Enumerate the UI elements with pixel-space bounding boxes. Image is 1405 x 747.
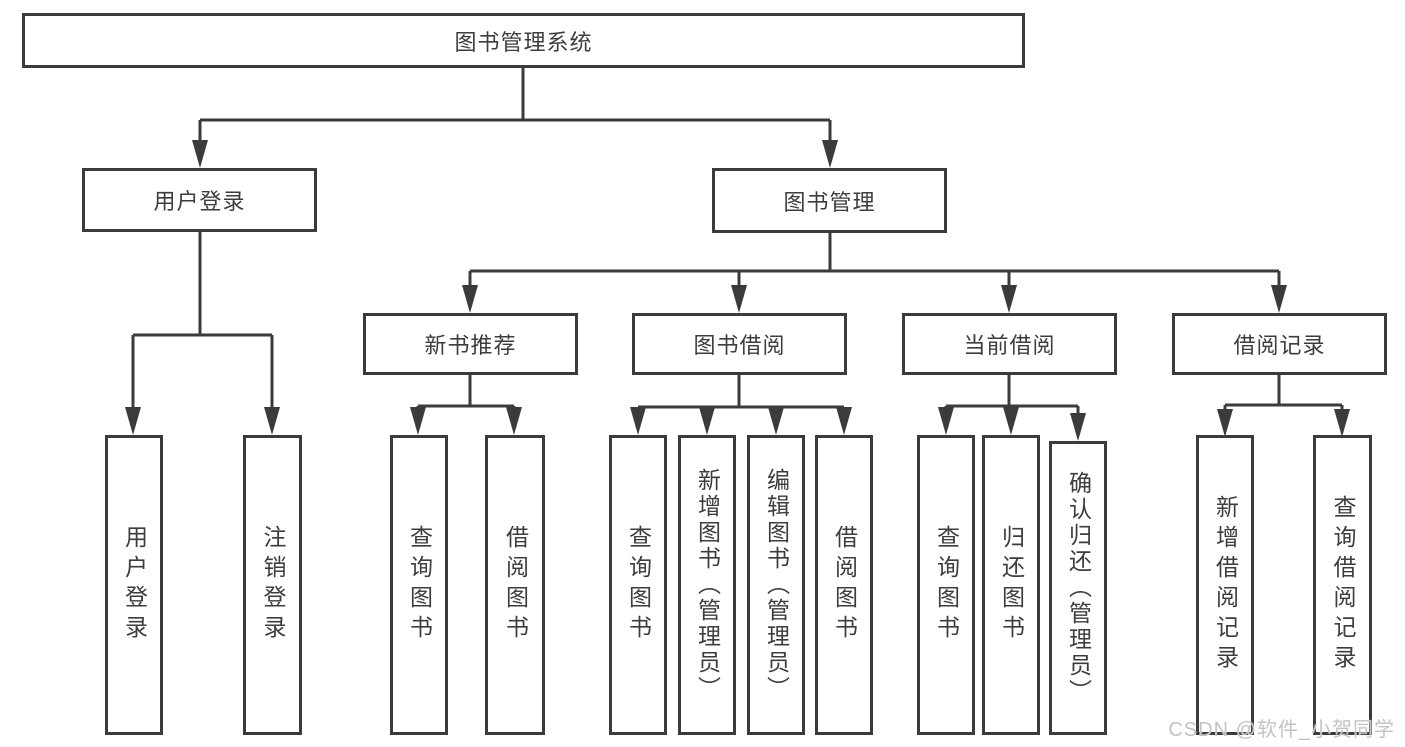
node-current-borrowing: 当前借阅 (902, 313, 1117, 375)
connector-records-split (1223, 375, 1344, 413)
connector-bookmgmt-split (468, 233, 1281, 289)
node-leaf-add-borrow-record: 新增借阅记录 (1196, 435, 1254, 735)
node-leaf-user-login: 用户登录 (105, 435, 163, 735)
node-leaf-borrow-books-1: 借阅图书 (485, 435, 545, 735)
node-user-login: 用户登录 (82, 168, 317, 232)
node-leaf-query-books-2: 查询图书 (609, 435, 667, 735)
node-library-management-system: 图书管理系统 (22, 13, 1025, 68)
node-book-borrowing: 图书借阅 (632, 313, 847, 375)
node-leaf-query-books-1: 查询图书 (390, 435, 448, 735)
connector-root-split (198, 68, 832, 144)
connector-login-split (131, 232, 274, 411)
node-leaf-add-book-admin: 新增图书（管理员） (678, 435, 736, 735)
connector-borrowing-split (636, 375, 846, 411)
csdn-watermark: CSDN @软件_小贺同学 (1168, 719, 1395, 741)
node-new-book-recommend: 新书推荐 (363, 313, 578, 375)
connector-newbooks-split (416, 375, 516, 411)
node-leaf-edit-book-admin: 编辑图书（管理员） (747, 435, 805, 735)
node-leaf-query-books-3: 查询图书 (917, 435, 975, 735)
node-leaf-confirm-return-admin: 确认归还（管理员） (1049, 441, 1107, 735)
node-leaf-return-books: 归还图书 (982, 435, 1040, 735)
node-borrow-records: 借阅记录 (1172, 313, 1387, 375)
node-leaf-query-borrow-record: 查询借阅记录 (1313, 435, 1372, 735)
node-book-management: 图书管理 (712, 168, 947, 233)
node-leaf-borrow-books-2: 借阅图书 (815, 435, 873, 735)
node-leaf-logout: 注销登录 (243, 435, 302, 735)
